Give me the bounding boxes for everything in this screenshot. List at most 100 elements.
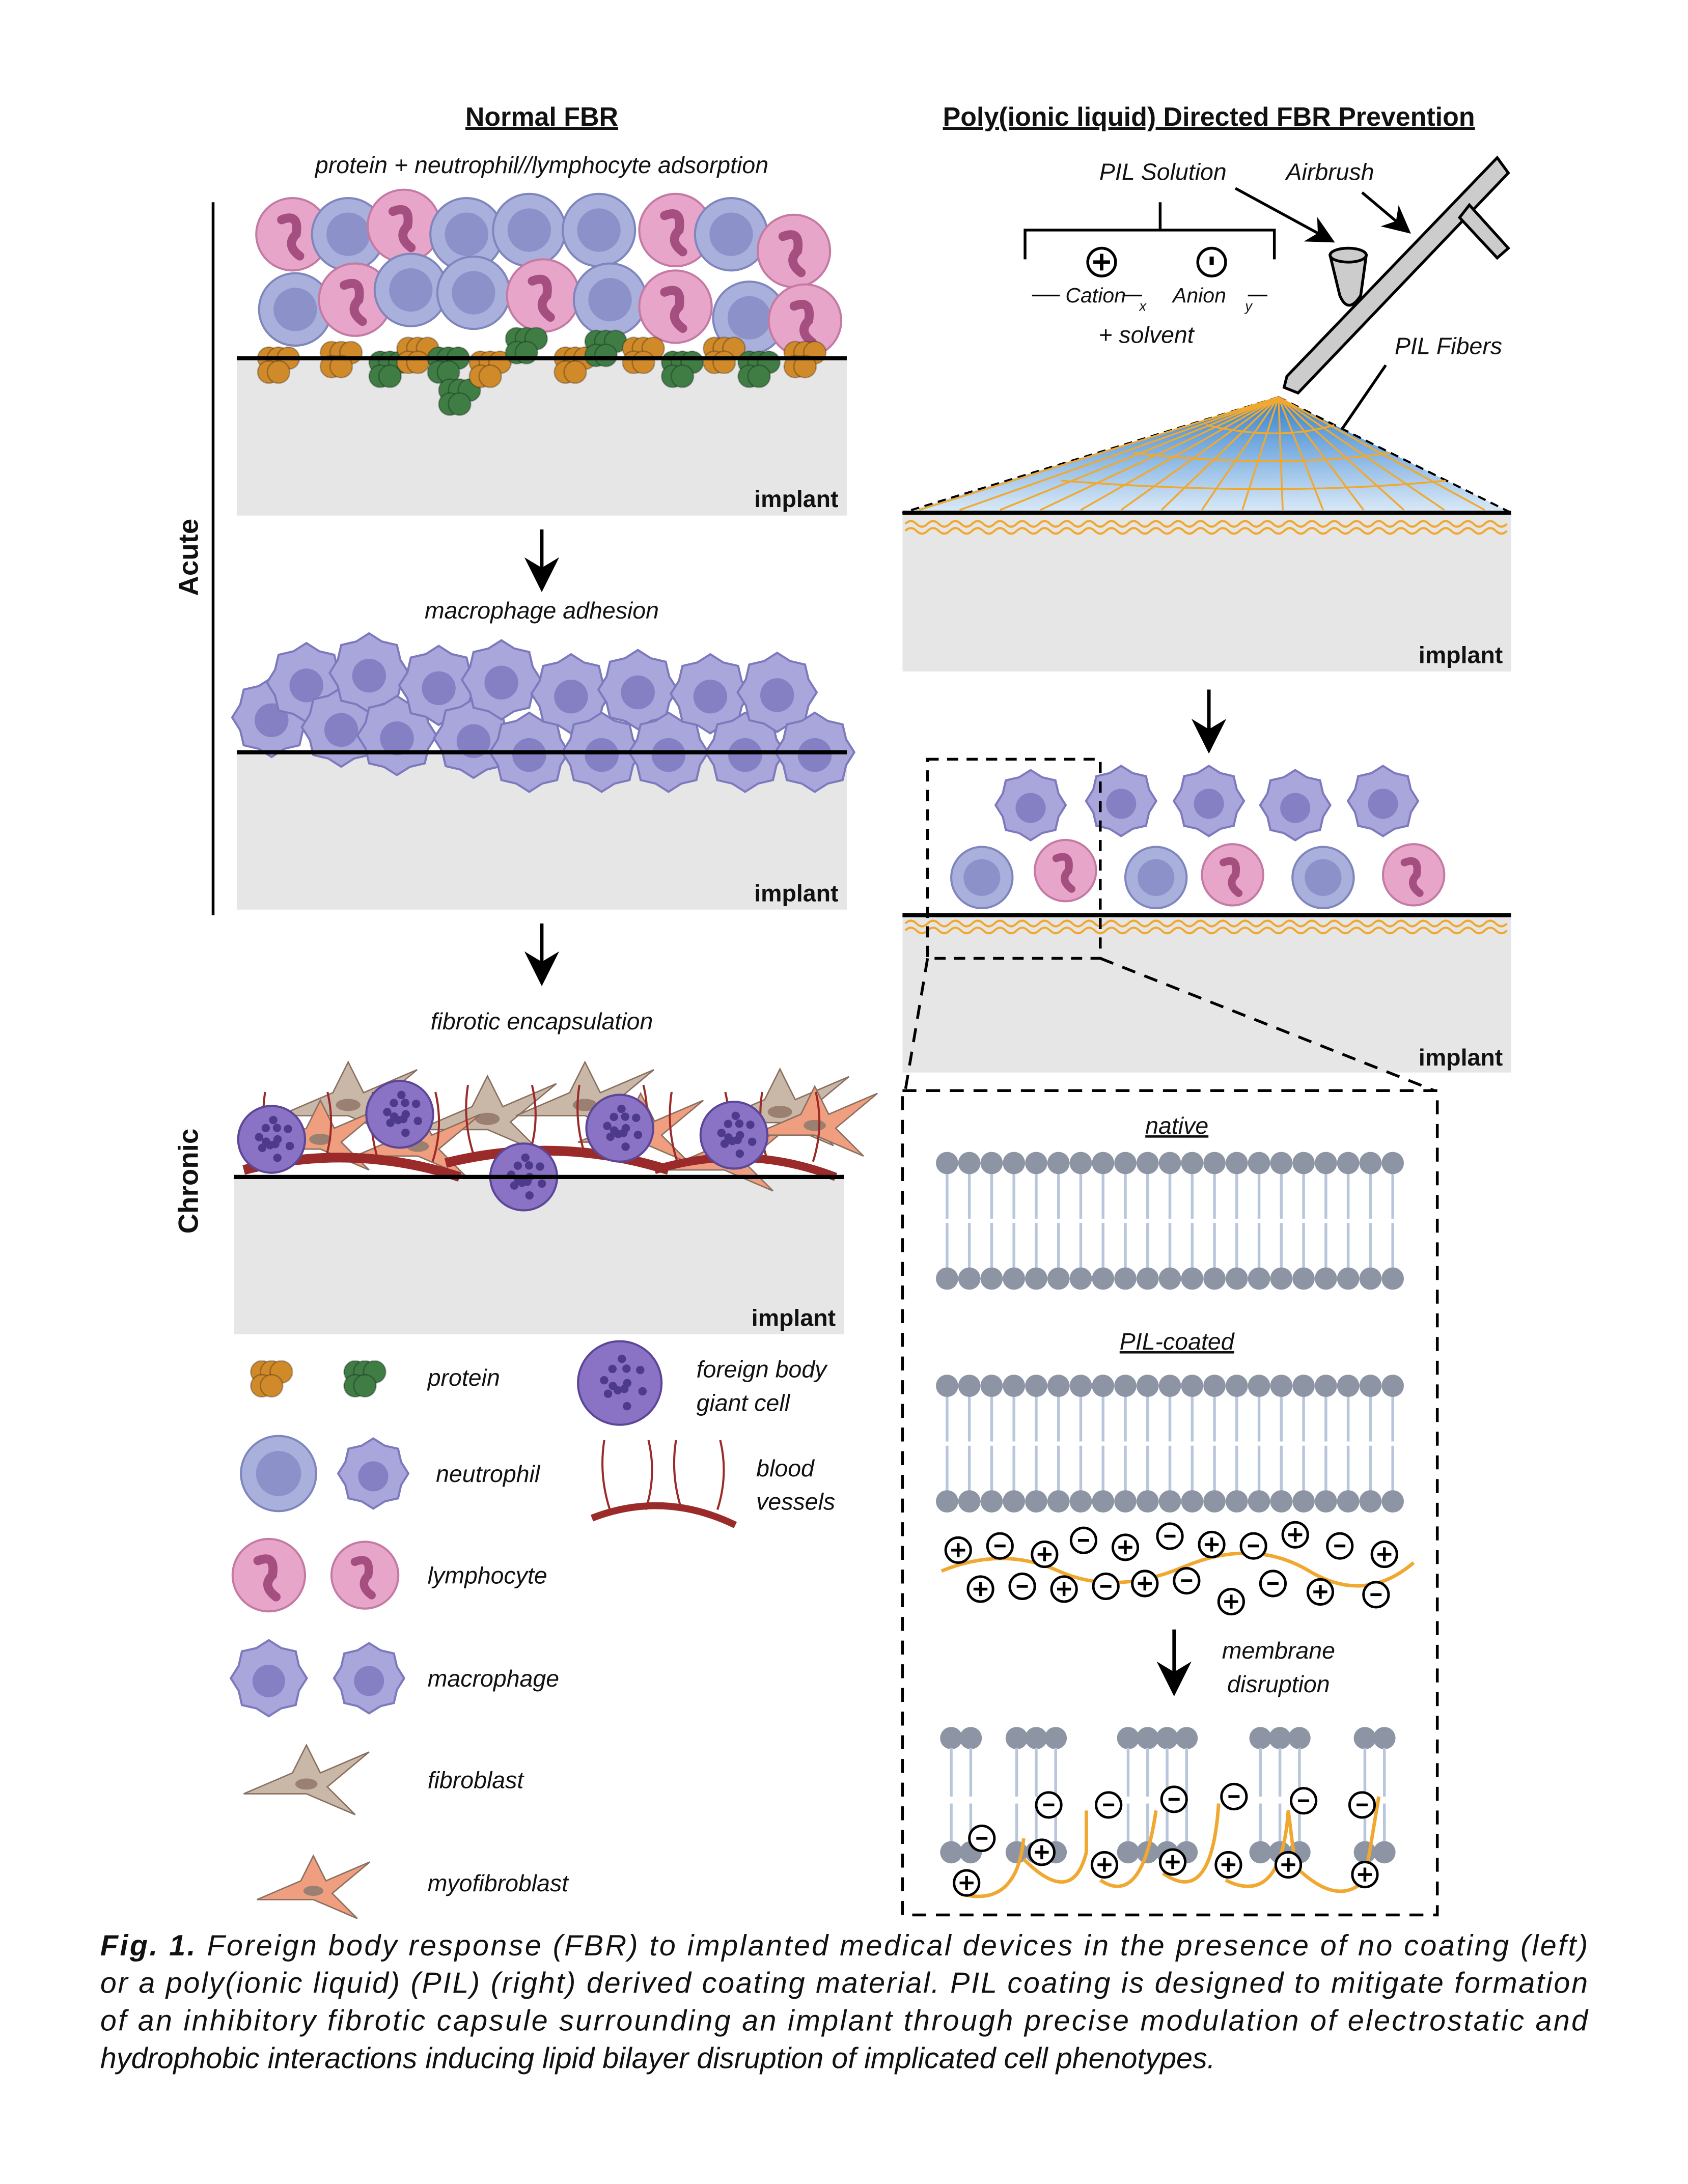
pil-fiber <box>1160 396 1280 511</box>
protein-blob <box>353 1374 377 1398</box>
legend-fibroblast: fibroblast <box>428 1767 525 1794</box>
giant-cell-nucleus <box>632 1113 641 1122</box>
pil-fiber <box>1278 396 1405 511</box>
giant-cell-nucleus <box>620 1385 629 1393</box>
lipid-head <box>1156 1727 1178 1749</box>
legend-fbgc-1: foreign body <box>697 1356 828 1383</box>
lipid-head <box>1092 1375 1115 1397</box>
legend-protein: protein <box>427 1364 500 1391</box>
pil-fibers <box>919 396 1485 511</box>
protein-blob <box>712 350 736 375</box>
pil-chain-inserted <box>960 1796 1381 1898</box>
giant-cell-nucleus <box>720 1139 729 1148</box>
protein-blob <box>378 364 402 388</box>
macrophage-nucleus <box>651 738 686 772</box>
lipid-head <box>1136 1152 1159 1174</box>
giant-cell <box>699 1101 769 1170</box>
lipid-head <box>1136 1375 1159 1397</box>
blood-vessel-branch <box>576 1085 586 1155</box>
protein-blob <box>594 343 618 368</box>
giant-cell-nucleus <box>731 1111 740 1121</box>
lipid-head <box>1025 1490 1047 1513</box>
macrophage-nucleus <box>380 721 414 755</box>
macrophage-nucleus <box>1280 793 1311 823</box>
plus-icon <box>1204 1537 1219 1552</box>
left-panels: implant implant implant macrophage adhes… <box>172 188 878 1334</box>
lymphocyte-nucleus <box>1052 853 1075 893</box>
blood-vessel-branch <box>431 1091 440 1162</box>
giant-cell-nucleus <box>411 1100 421 1108</box>
pil-fiber <box>1120 396 1279 511</box>
giant-cell-nucleus <box>606 1132 615 1141</box>
pil-fiber <box>1040 396 1279 511</box>
lipid-head <box>1003 1490 1026 1513</box>
lipid-head <box>1181 1375 1204 1397</box>
macrophage-nucleus <box>512 738 546 772</box>
implant-block-r2 <box>902 915 1511 1073</box>
neutrophil-nucleus <box>326 212 370 256</box>
lipid-head <box>1117 1841 1140 1864</box>
lipid-head <box>1203 1152 1226 1174</box>
legend-blood-2: vessels <box>756 1489 835 1515</box>
plus-icon <box>1377 1547 1392 1561</box>
airbrush-arrow <box>1361 191 1411 234</box>
lipid-head <box>980 1375 1003 1397</box>
lipid-head <box>980 1490 1003 1513</box>
plus-icon <box>1224 1594 1238 1609</box>
plus-icon <box>1093 254 1110 271</box>
giant-cell-nucleus <box>258 1143 267 1153</box>
lipid-head <box>1203 1490 1226 1513</box>
lipid-head <box>1047 1490 1070 1513</box>
lipid-head <box>1314 1490 1337 1513</box>
lipid-head <box>1158 1375 1181 1397</box>
lipid-head <box>936 1375 958 1397</box>
fibrotic-capsule <box>237 1060 878 1212</box>
fibroblast-nucleus <box>804 1119 826 1131</box>
spray-cone <box>902 396 1512 514</box>
lymphocyte-nucleus <box>253 1554 281 1602</box>
giant-cell-nucleus <box>255 1133 263 1141</box>
lipid-head <box>1025 1727 1047 1749</box>
giant-cell-nucleus <box>610 1112 618 1122</box>
giant-cell <box>365 1080 434 1149</box>
lipid-head <box>1047 1267 1070 1290</box>
blood-vessel-branch <box>673 1440 683 1510</box>
lipid-head <box>1047 1375 1070 1397</box>
protein-blob <box>329 354 353 379</box>
caption-line-4: hydrophobic interactions inducing lipid … <box>100 2042 1215 2075</box>
neutrophil-nucleus <box>452 271 495 315</box>
fibroblast-nucleus <box>475 1112 500 1125</box>
lipid-head <box>1292 1490 1315 1513</box>
giant-cell-nucleus <box>610 1126 619 1135</box>
lymphocyte-nucleus <box>1400 857 1424 897</box>
plus-icon <box>1281 1858 1295 1872</box>
step1-label: protein + neutrophil//lymphocyte adsorpt… <box>314 152 768 178</box>
lipid-head <box>1359 1267 1382 1290</box>
membrane-label: membrane <box>1222 1637 1335 1664</box>
acute-label: Acute <box>172 519 204 596</box>
legend-neutrophil: neutrophil <box>436 1461 541 1487</box>
macrophage-nucleus <box>422 671 456 706</box>
giant-cell-nucleus <box>622 1364 631 1373</box>
protein-blob <box>747 364 771 388</box>
protein-blob <box>448 392 472 416</box>
lipid-head <box>1268 1727 1291 1749</box>
pil-fiber-cross <box>1133 452 1390 462</box>
macrophage-nucleus <box>354 1666 384 1696</box>
lipid-head <box>1069 1152 1092 1174</box>
lipid-head <box>936 1267 958 1290</box>
lymphocyte-nucleus <box>1220 857 1243 897</box>
pil-fiber <box>1278 397 1365 511</box>
lipid-head <box>1359 1490 1382 1513</box>
disruption-label: disruption <box>1227 1671 1330 1697</box>
lipid-head <box>958 1152 981 1174</box>
pil-fibers-label: PIL Fibers <box>1395 332 1502 359</box>
neutrophil-nucleus <box>273 288 317 331</box>
macrophage-nucleus <box>1106 789 1137 819</box>
lipid-head <box>1373 1841 1396 1864</box>
lipid-head <box>1003 1152 1026 1174</box>
caption-line-1: Fig. 1. Foreign body response (FBR) to i… <box>100 1929 1588 1962</box>
giant-cell-nucleus <box>413 1116 422 1126</box>
lipid-head <box>1270 1152 1293 1174</box>
